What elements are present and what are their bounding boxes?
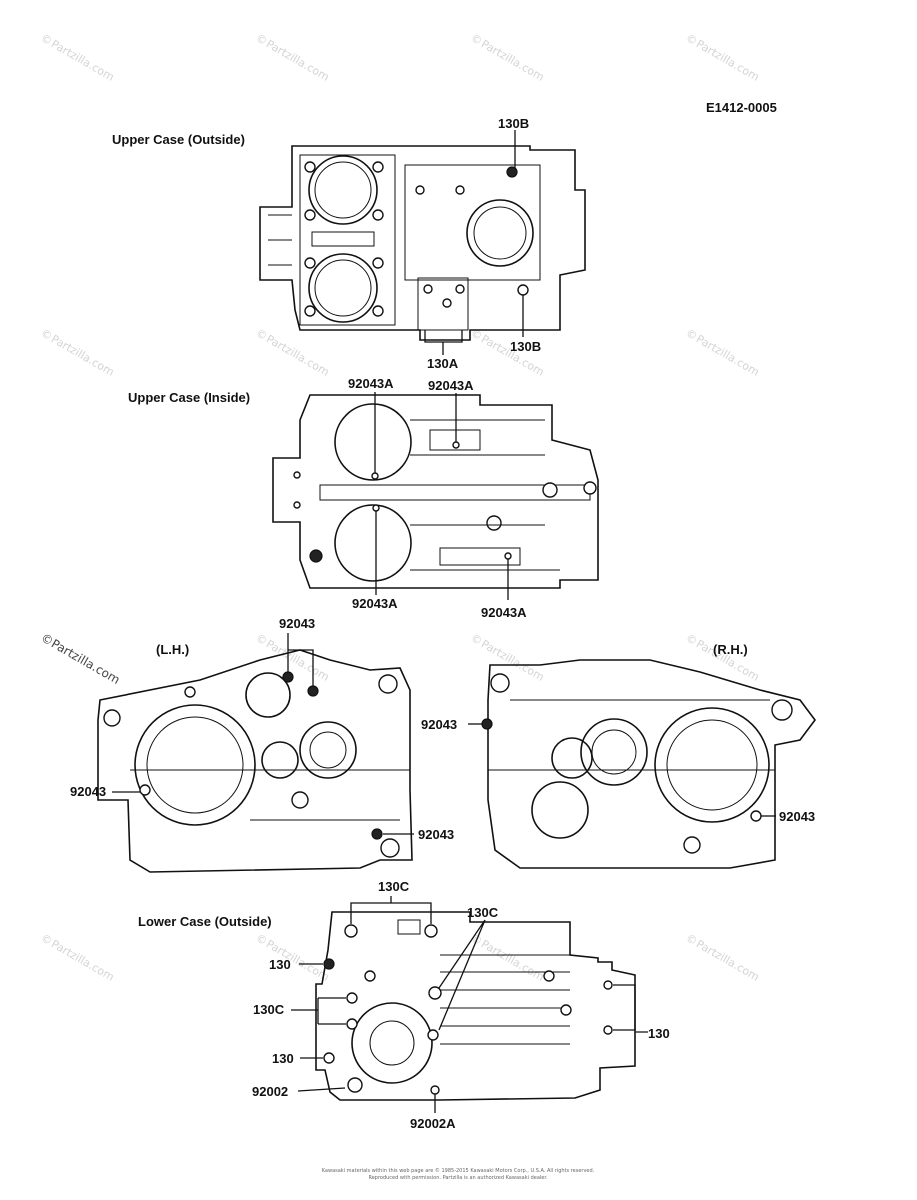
callout-label: 130B bbox=[510, 339, 541, 354]
watermark: © Partzilla.com bbox=[469, 31, 547, 83]
callout-92043-rh-right: 92043 bbox=[750, 809, 815, 824]
callout-130c-right: 130C bbox=[438, 905, 499, 1031]
callout-label: 130 bbox=[272, 1051, 294, 1066]
watermark: © Partzilla.com bbox=[39, 931, 117, 983]
callout-label: 92043 bbox=[279, 616, 315, 631]
watermark: © Partzilla.com bbox=[39, 31, 117, 83]
watermark: © Partzilla.com bbox=[684, 931, 762, 983]
callout-label: 92043A bbox=[348, 376, 394, 391]
watermark: © Partzilla.com bbox=[254, 31, 332, 83]
watermark-text: Partzilla.com bbox=[694, 332, 761, 378]
callout-label: 92002A bbox=[410, 1116, 456, 1131]
watermark: © Partzilla.com bbox=[469, 631, 547, 683]
watermark-text: Partzilla.com bbox=[49, 937, 116, 983]
watermark-layer: © Partzilla.com © Partzilla.com © Partzi… bbox=[39, 31, 762, 983]
watermark-text: Partzilla.com bbox=[479, 937, 546, 983]
watermark-text: Partzilla.com bbox=[479, 37, 546, 83]
upper-case-inside-drawing bbox=[272, 394, 599, 589]
watermark: © Partzilla.com bbox=[254, 931, 332, 983]
section-title-rh: (R.H.) bbox=[713, 642, 748, 657]
watermark-text: Partzilla.com bbox=[49, 332, 116, 378]
callout-92043-lh-left: 92043 bbox=[70, 784, 151, 799]
callout-label: 92043A bbox=[428, 378, 474, 393]
callout-130c-left: 130C bbox=[253, 997, 346, 1025]
callout-130-left-1: 130 bbox=[269, 957, 335, 972]
footer-line-1: Kawasaki materials within this web page … bbox=[322, 1167, 595, 1174]
watermark-text: Partzilla.com bbox=[49, 636, 123, 687]
upper-case-outside-drawing bbox=[259, 145, 586, 341]
footer-line-2: Reproduced with permission. Partzilla is… bbox=[368, 1175, 547, 1181]
callout-130b-top: 130B bbox=[498, 116, 529, 168]
callout-130-right: 130 bbox=[613, 984, 670, 1041]
watermark: © Partzilla.com bbox=[684, 31, 762, 83]
callout-label: 130C bbox=[467, 905, 499, 920]
callout-92043-lh-right: 92043 bbox=[371, 827, 454, 842]
callout-92043a-3: 92043A bbox=[352, 504, 398, 611]
watermark: © Partzilla.com bbox=[684, 326, 762, 378]
callout-130b-right: 130B bbox=[510, 295, 541, 354]
watermark-text: Partzilla.com bbox=[694, 937, 761, 983]
callout-92043a-2: 92043A bbox=[428, 378, 474, 449]
callout-label: 130 bbox=[648, 1026, 670, 1041]
section-title-upper-outside: Upper Case (Outside) bbox=[112, 132, 245, 147]
callout-92043-rh-left: 92043 bbox=[421, 717, 493, 732]
watermark: © Partzilla.com bbox=[469, 931, 547, 983]
watermark: © Partzilla.com bbox=[254, 326, 332, 378]
callout-92043-lh-top: 92043 bbox=[279, 616, 319, 697]
callout-label: 92043 bbox=[421, 717, 457, 732]
section-title-lower-outside: Lower Case (Outside) bbox=[138, 914, 272, 929]
callout-label: 92043 bbox=[70, 784, 106, 799]
callout-label: 92043A bbox=[352, 596, 398, 611]
callout-label: 130C bbox=[378, 879, 410, 894]
callout-label: 130B bbox=[498, 116, 529, 131]
callout-label: 130A bbox=[427, 356, 459, 371]
section-title-upper-inside: Upper Case (Inside) bbox=[128, 390, 250, 405]
callout-label: 92043A bbox=[481, 605, 527, 620]
copyright-footer: Kawasaki materials within this web page … bbox=[322, 1167, 595, 1181]
callout-130c-top: 130C bbox=[350, 879, 432, 924]
section-title-lh: (L.H.) bbox=[156, 642, 189, 657]
callout-label: 92043 bbox=[418, 827, 454, 842]
lh-crankcase-drawing bbox=[97, 649, 413, 873]
callout-label: 92043 bbox=[779, 809, 815, 824]
watermark: © Partzilla.com bbox=[684, 631, 762, 683]
watermark-text: Partzilla.com bbox=[49, 37, 116, 83]
rh-crankcase-drawing bbox=[487, 659, 816, 869]
callout-92043a-1: 92043A bbox=[348, 376, 394, 480]
watermark: © Partzilla.com bbox=[39, 326, 117, 378]
callout-label: 130C bbox=[253, 1002, 285, 1017]
figure-code: E1412-0005 bbox=[706, 100, 777, 115]
callout-label: 130 bbox=[269, 957, 291, 972]
lower-case-outside-drawing bbox=[315, 911, 636, 1101]
callout-130a: 130A bbox=[424, 330, 463, 371]
callout-92043a-4: 92043A bbox=[481, 552, 527, 620]
callout-92002a: 92002A bbox=[410, 1085, 456, 1131]
watermark: © Partzilla.com bbox=[39, 630, 123, 687]
callout-92002: 92002 bbox=[252, 1084, 346, 1099]
callout-130-left-2: 130 bbox=[272, 1051, 335, 1066]
callout-label: 92002 bbox=[252, 1084, 288, 1099]
watermark-text: Partzilla.com bbox=[264, 332, 331, 378]
watermark-text: Partzilla.com bbox=[264, 637, 331, 683]
watermark-text: Partzilla.com bbox=[694, 37, 761, 83]
watermark-text: Partzilla.com bbox=[264, 37, 331, 83]
